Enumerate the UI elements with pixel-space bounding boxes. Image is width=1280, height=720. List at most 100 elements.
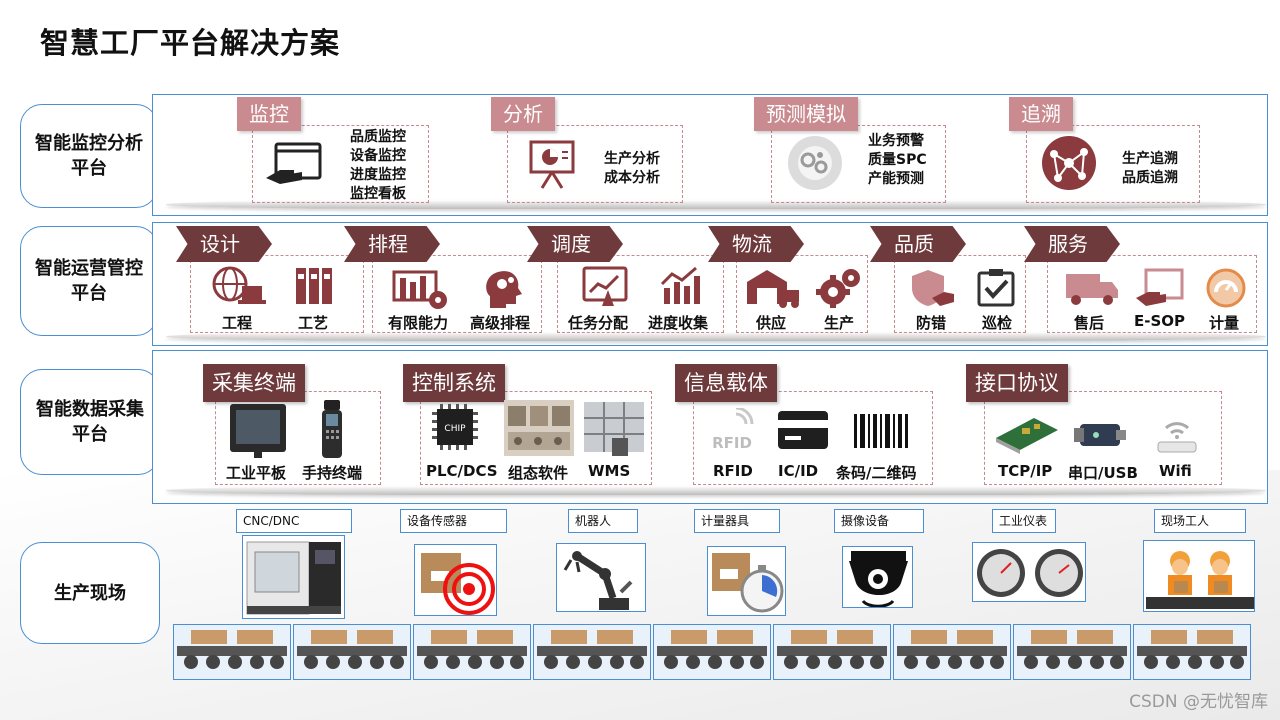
field-label: 现场工人 [1154,509,1246,533]
trace-network-icon [1040,134,1098,192]
collect-tag-1: 采集终端 [203,364,305,402]
conveyor-belt-graphic [173,624,1253,682]
stopwatch-box-image [707,546,786,616]
operate-item: 高级排程 [470,314,531,332]
monitor-tag-3: 预测模拟 [754,97,858,131]
workers-image [1143,540,1255,612]
collect-group-2 [420,391,652,485]
monitor-list-1: 品质监控 设备监控 进度监控 监控看板 [350,128,406,204]
gauges-image [972,542,1086,602]
monitor-item: 进度监控 [350,167,406,183]
collect-item: 手持终端 [302,464,363,482]
operate-item: 任务分配 [568,314,629,332]
monitor-item: 品质追溯 [1122,170,1178,186]
handheld-scanner-icon [318,398,346,460]
brain-gears-icon [786,134,844,192]
collect-item: 串口/USB [1068,464,1138,482]
collect-tag-4: 接口协议 [966,364,1068,402]
operate-item: 工艺 [298,314,329,332]
operate-item: 生产 [824,314,855,332]
monitor-group-2 [507,125,683,203]
operate-item: 工程 [222,314,253,332]
monitor-item: 品质监控 [350,129,406,145]
rfid-card-icon: RFID [708,408,756,452]
operate-shelf [166,332,1266,341]
security-camera-image [842,546,913,608]
monitor-item: 监控看板 [350,186,406,202]
industrial-tablet-icon [228,402,288,458]
operate-group-1 [190,255,364,333]
operate-tag-1: 设计 [176,226,272,262]
globe-laptop-icon [210,266,266,308]
operate-group-4 [736,255,868,333]
capacity-gear-icon [392,268,450,310]
collect-shelf [166,486,1266,495]
field-label: 机器人 [568,509,638,533]
monitor-tag-4: 追溯 [1009,97,1073,131]
monitor-item: 生产分析 [604,151,660,167]
presentation-board-icon [528,138,576,190]
field-label: CNC/DNC [236,509,352,533]
operate-item: E-SOP [1134,312,1186,330]
warehouse-rack-icon [582,398,646,458]
monitor-tag-1: 监控 [237,97,301,131]
operate-item: 计量 [1209,314,1240,332]
operate-item: 进度收集 [648,314,709,332]
collect-item: TCP/IP [998,462,1053,480]
collect-group-3 [693,391,933,485]
collect-item: 工业平板 [226,464,287,482]
growth-chart-icon [660,266,700,306]
field-label: 工业仪表 [992,509,1056,533]
monitor-group-1 [252,125,429,203]
monitor-list-4: 生产追溯 品质追溯 [1122,150,1178,188]
monitor-group-3 [771,125,946,203]
gauge-meter-icon [1206,268,1246,308]
layer-label-collect: 智能数据采集平台 [20,369,160,475]
monitor-screen-hand-icon [264,140,324,188]
collect-item: PLC/DCS [426,462,498,480]
operate-group-3 [557,255,724,333]
monitor-group-4 [1026,125,1200,203]
operate-tag-3: 调度 [527,226,623,262]
monitor-tag-2: 分析 [491,97,555,131]
operate-group-6 [1047,255,1257,333]
monitor-item: 业务预警 [868,133,924,149]
monitor-item: 成本分析 [604,170,660,186]
checklist-icon [976,268,1016,308]
chip-icon: CHIP [432,404,478,450]
monitor-item: 质量SPC [868,152,927,168]
collect-item: 条码/二维码 [836,464,917,482]
monitor-list-2: 生产分析 成本分析 [604,150,660,188]
monitor-shelf [166,200,1266,209]
operate-item: 供应 [756,314,787,332]
collect-group-4 [984,391,1222,485]
wifi-router-icon [1154,414,1200,454]
monitor-item: 设备监控 [350,148,406,164]
field-label: 摄像设备 [834,509,924,533]
shield-hand-icon [910,268,956,308]
head-gears-icon [482,266,526,310]
ic-card-icon [777,410,829,450]
layer-label-monitor: 智能监控分析平台 [20,104,158,208]
tablet-chart-icon [582,266,628,306]
binders-icon [294,266,334,306]
delivery-truck-icon [1064,268,1120,308]
barcode-icon [852,414,910,448]
operate-item: 售后 [1074,314,1105,332]
rfid-label: RFID [712,434,752,452]
collect-item: 组态软件 [508,464,569,482]
warehouse-truck-icon [745,266,801,308]
watermark: CSDN @无忧智库 [1129,692,1268,712]
monitor-list-3: 业务预警 质量SPC 产能预测 [868,132,927,189]
operate-group-2 [372,255,542,333]
collect-item: Wifi [1159,462,1192,480]
scada-panel-icon [504,400,574,456]
layer-label-field: 生产现场 [20,542,160,644]
network-card-icon [994,412,1060,456]
sop-screen-icon [1134,268,1184,308]
robot-arm-image [556,543,646,612]
field-label: 计量器具 [694,509,780,533]
monitor-item: 产能预测 [868,171,924,187]
collect-tag-2: 控制系统 [403,364,505,402]
operate-tag-6: 服务 [1024,226,1120,262]
